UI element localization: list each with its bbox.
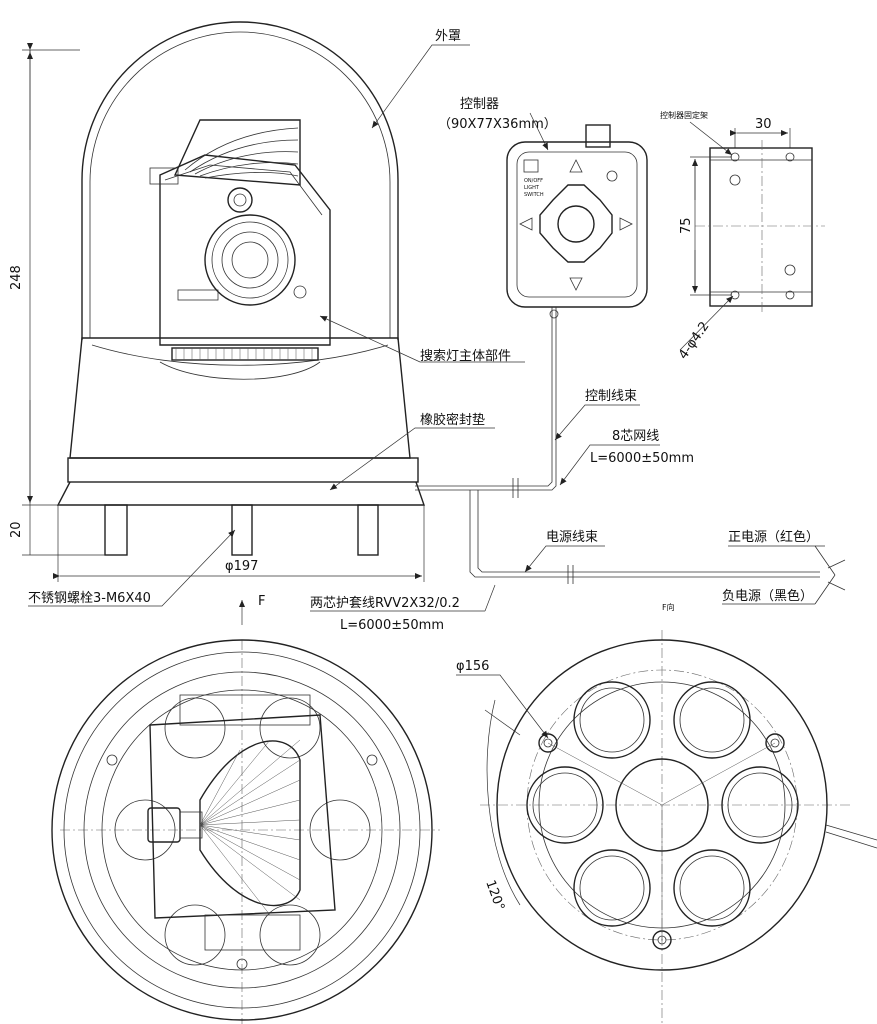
label-main-unit: 搜索灯主体部件	[420, 349, 511, 364]
front-view: 248 20 φ197 F	[9, 21, 425, 625]
f-view: φ156 120°	[456, 630, 877, 1024]
label-cover: 外罩	[435, 29, 461, 44]
label-controller-size: （90X77X36mm）	[438, 117, 557, 132]
hub-nut	[227, 187, 253, 213]
f-arrow-label: F	[258, 594, 265, 609]
label-power-harness: 电源线束	[546, 530, 598, 545]
dim-30: 30	[755, 117, 772, 132]
label-seal: 橡胶密封垫	[420, 412, 485, 428]
dim-248: 248	[9, 265, 24, 290]
label-f-view: F向	[662, 602, 675, 612]
label-bolt: 不锈钢螺栓3-M6X40	[28, 591, 151, 606]
dim-20: 20	[9, 521, 24, 538]
label-len-1: L=6000±50mm	[590, 451, 694, 466]
label-controller: 控制器	[460, 97, 499, 112]
dim-phi156: φ156	[456, 659, 489, 674]
lamp-head	[149, 119, 331, 380]
mount-hole-right	[765, 733, 785, 753]
label-len-2: L=6000±50mm	[340, 618, 444, 633]
ctrl-text-3: SWITCH	[524, 192, 544, 198]
base-flange	[67, 457, 419, 483]
reflector	[199, 740, 301, 907]
dim-holes: 4-φ4.2	[676, 319, 713, 362]
label-pos-power: 正电源（红色）	[728, 529, 819, 545]
lens-ring	[204, 214, 296, 306]
dim-120deg: 120°	[482, 878, 507, 913]
label-2core: 两芯护套线RVV2X32/0.2	[310, 595, 460, 611]
bracket-body	[709, 147, 813, 307]
cables	[415, 318, 820, 584]
dim-phi197: φ197	[225, 559, 258, 574]
label-neg-power: 负电源（黑色）	[722, 588, 813, 604]
ctrl-text-1: ON/OFF	[524, 178, 543, 184]
bolt-right	[357, 504, 379, 556]
controller-body	[506, 141, 648, 308]
bolt-left	[104, 504, 128, 556]
outer-ring	[51, 639, 433, 1021]
top-plan-view	[51, 639, 440, 1024]
controller: 控制器 （90X77X36mm） ON/OFF LIGHT SWITCH	[438, 97, 648, 319]
ctrl-text-2: LIGHT	[524, 185, 540, 191]
controller-knob	[557, 205, 595, 243]
gear-ring	[171, 347, 319, 361]
front-labels: 外罩 搜索灯主体部件 橡胶密封垫 控制线束 8芯网线 L=6000±50mm 不…	[28, 29, 846, 633]
dome-cover	[81, 21, 399, 340]
mount-hole-left	[538, 733, 558, 753]
base-outer	[496, 639, 828, 971]
label-mount: 控制器固定架	[660, 110, 708, 120]
mount-bracket: 控制器固定架 30 75 4-φ4.2	[660, 110, 825, 362]
label-control-harness: 控制线束	[585, 389, 637, 404]
label-8core: 8芯网线	[612, 429, 659, 444]
dim-75: 75	[679, 217, 694, 234]
